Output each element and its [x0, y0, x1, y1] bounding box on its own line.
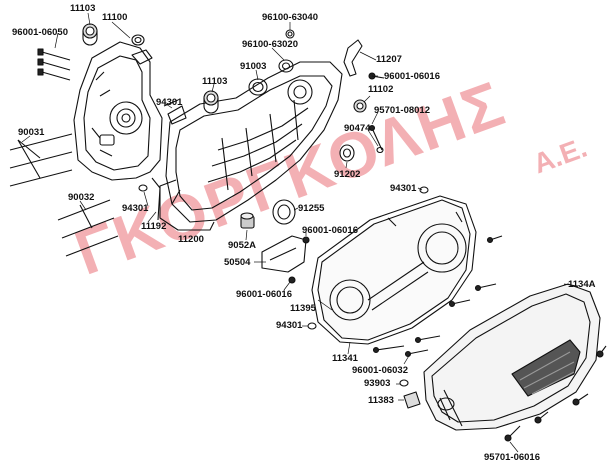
studs-90032 — [57, 199, 119, 257]
bracket-11207 — [343, 39, 363, 77]
bolts-95701-06016 — [504, 345, 607, 442]
rod-11192 — [151, 177, 161, 221]
bolts-06050 — [37, 48, 71, 81]
label-96100-63040: 96100-63040 — [262, 12, 318, 23]
label-11192: 11192 — [141, 221, 167, 232]
label-94301-upper: 94301 — [156, 97, 183, 108]
label-11102: 11102 — [368, 84, 394, 95]
label-96001-06016-low: 96001-06016 — [236, 289, 292, 300]
label-91003: 91003 — [240, 61, 267, 72]
label-11383: 11383 — [368, 395, 394, 406]
crankcase-right — [159, 61, 343, 231]
label-91202: 91202 — [334, 169, 361, 180]
studs-90031 — [9, 133, 73, 187]
part-11383 — [403, 391, 421, 409]
label-11200: 11200 — [178, 234, 204, 245]
gasket-11395 — [311, 195, 477, 345]
label-1134A: 1134A — [568, 279, 596, 290]
dowel-94301-lower — [138, 184, 148, 192]
label-50504: 50504 — [224, 257, 251, 268]
label-90032: 90032 — [68, 192, 95, 203]
label-11207: 11207 — [376, 54, 402, 65]
label-96001-06032: 96001-06032 — [352, 365, 408, 376]
bracket-50504 — [261, 235, 307, 273]
bolt-08012 — [368, 124, 384, 154]
label-94301-cover: 94301 — [390, 183, 417, 194]
label-96001-06016-mid: 96001-06016 — [302, 225, 358, 236]
label-91255: 91255 — [298, 203, 325, 214]
label-11103-top: 11103 — [70, 3, 96, 14]
bushing-middle — [203, 90, 219, 114]
bushing-11102 — [353, 99, 367, 113]
seal-91202 — [339, 144, 355, 162]
label-94301-lower: 94301 — [122, 203, 149, 214]
bearing-63020 — [278, 59, 294, 73]
dowel-94301-left — [163, 99, 187, 125]
label-93903: 93903 — [364, 378, 391, 389]
inner-cover-11341 — [317, 199, 471, 341]
seal-91255 — [272, 199, 296, 225]
bolts-06016-bracket — [288, 236, 310, 284]
bolts-cover — [372, 235, 503, 358]
part-9052A — [240, 212, 255, 229]
bearing-63040 — [285, 29, 295, 39]
crankcase-left — [73, 34, 163, 181]
label-94301-bottom: 94301 — [276, 320, 303, 331]
label-90031: 90031 — [18, 127, 45, 138]
part-93903 — [399, 379, 409, 387]
label-95701-08012: 95701-08012 — [374, 105, 430, 116]
label-11341: 11341 — [332, 353, 358, 364]
label-9052A: 9052A — [228, 240, 256, 251]
outer-cover-1134A — [423, 283, 601, 431]
label-96001-06050: 96001-06050 — [12, 27, 68, 38]
label-96001-06016-top: 96001-06016 — [384, 71, 440, 82]
bearing-91003 — [248, 78, 268, 96]
label-11395: 11395 — [290, 303, 316, 314]
leader-lines — [21, 12, 579, 453]
label-11100: 11100 — [102, 12, 128, 23]
bolts-06032 — [448, 299, 471, 308]
bushing-top — [82, 23, 98, 46]
label-90474: 90474 — [344, 123, 371, 134]
label-95701-06016: 95701-06016 — [484, 452, 540, 463]
label-11103-middle: 11103 — [202, 76, 228, 87]
label-96100-63020: 96100-63020 — [242, 39, 298, 50]
